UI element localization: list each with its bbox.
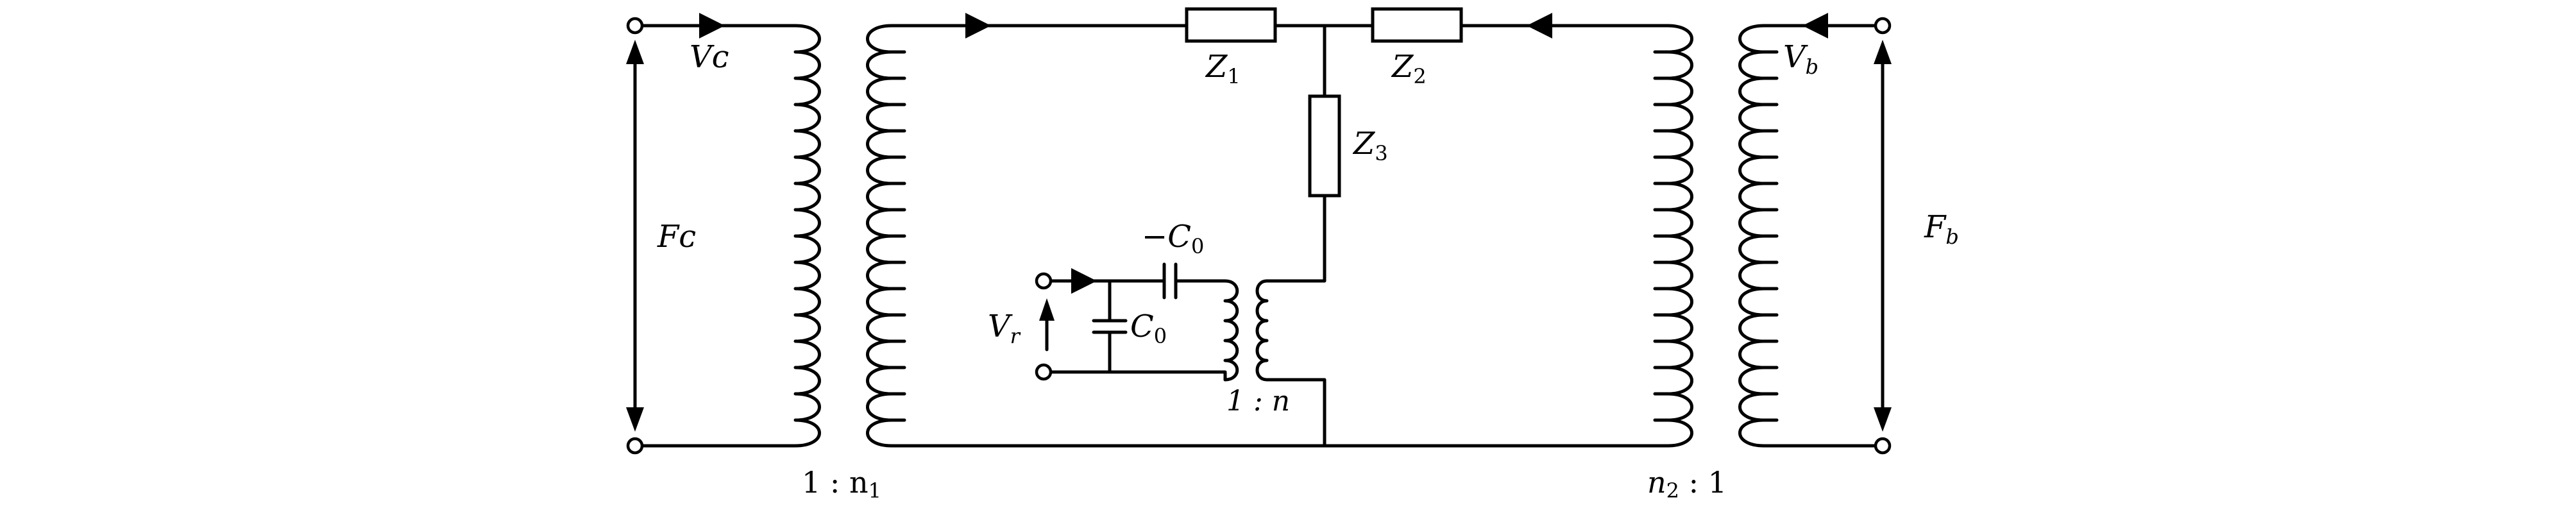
z2-letter: Z [1391, 49, 1414, 85]
vb-letter: V [1783, 39, 1808, 75]
t1-secondary-coil [866, 24, 906, 448]
fc-label: Fᴄ [657, 219, 696, 255]
c0-sub: 0 [1154, 324, 1167, 348]
central-network [896, 7, 1663, 448]
z2-impedance [1371, 7, 1463, 43]
left-bottom-terminal [626, 437, 644, 455]
neg-c0-sub: 0 [1191, 234, 1204, 258]
vr-bottom-wire [1042, 370, 1227, 382]
t1-primary-coil [787, 24, 821, 448]
z3-impedance [1308, 94, 1341, 198]
vr-arrowhead [1039, 298, 1055, 321]
vr-bottom-terminal [1035, 363, 1053, 381]
transformer-2 [1653, 24, 1779, 448]
fb-arrowhead-down [1874, 407, 1892, 432]
vb-label: Vb [1783, 39, 1818, 79]
neg-c0-text: −C [1142, 219, 1191, 255]
neg-c0-label: −C0 [1142, 219, 1204, 258]
t2-primary-coil [1653, 24, 1693, 448]
fc-arrowhead-down [626, 407, 644, 432]
z3-letter: Z [1352, 126, 1376, 162]
fc-arrowhead-up [626, 40, 644, 64]
z1-letter: Z [1205, 49, 1228, 85]
c0-capacitor [1092, 279, 1128, 374]
z3-label: Z3 [1352, 126, 1388, 165]
ratio-right-sub: 2 [1666, 478, 1679, 503]
ratio-mid-label: 1 : n [1226, 385, 1290, 418]
ratio-right-n: n [1647, 465, 1666, 500]
z2-sub: 2 [1413, 64, 1426, 89]
fb-sub: b [1945, 224, 1958, 249]
left-top-terminal [626, 17, 644, 35]
fb-arrowhead-up [1874, 40, 1892, 64]
z1-impedance [1185, 7, 1277, 43]
right-top-terminal [1874, 17, 1892, 35]
c0-label: C0 [1130, 309, 1167, 348]
ratio-right-tail: : 1 [1679, 465, 1727, 500]
fb-label: Fb [1924, 209, 1959, 249]
z3-wire-bottom [1265, 194, 1326, 283]
vr-letter: V [988, 309, 1013, 344]
c0-letter: C [1130, 309, 1154, 344]
fb-letter: F [1924, 209, 1947, 245]
ratio-left-text: 1 : n [802, 465, 869, 500]
ratio-right-label: n2 : 1 [1647, 465, 1727, 503]
z3-sub: 3 [1375, 141, 1387, 165]
ratio-left-label: 1 : n1 [802, 465, 881, 503]
vr-sub: r [1010, 324, 1021, 348]
n-transformer-return [1265, 378, 1326, 448]
z1-label: Z1 [1205, 49, 1241, 89]
tn-secondary-coil [1255, 279, 1269, 382]
right-bottom-terminal [1874, 437, 1892, 455]
tn-primary-coil [1223, 279, 1239, 382]
right-port [1768, 13, 1892, 455]
vr-top-terminal [1035, 272, 1053, 290]
ratio-left-sub: 1 [869, 478, 881, 503]
neg-c0-capacitor [1162, 262, 1178, 300]
vb-sub: b [1806, 55, 1818, 79]
left-port [626, 13, 791, 455]
z2-label: Z2 [1391, 49, 1427, 89]
transformer-1 [787, 24, 906, 448]
t2-secondary-coil [1738, 24, 1779, 448]
vc-label: Vᴄ [690, 39, 729, 75]
z1-sub: 1 [1227, 64, 1240, 89]
vr-label: Vr [988, 309, 1021, 348]
